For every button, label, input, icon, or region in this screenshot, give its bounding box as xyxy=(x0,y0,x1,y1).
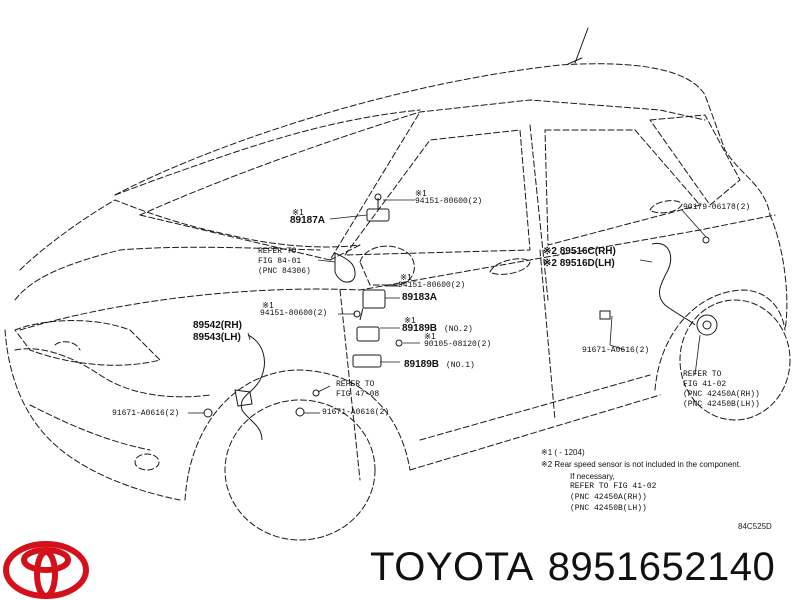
part-90179-06178: 90179-06178(2) xyxy=(683,203,751,212)
part-number: 8951652140 xyxy=(547,545,776,589)
note-5: (PNC 42450A(RH)) xyxy=(570,493,647,502)
product-title: TOYOTA 8951652140 xyxy=(370,545,775,590)
brand-name: TOYOTA xyxy=(370,545,534,589)
mark-mid-1: ※1 xyxy=(400,272,412,282)
refer-fig-41-pnc-a: (PNC 42450A(RH)) xyxy=(683,390,760,399)
part-89183a: 89183A xyxy=(402,292,438,303)
diagram-code: 84C525D xyxy=(738,522,772,531)
part-91671-a0616-mid: 91671-A0616(2) xyxy=(322,408,390,417)
refer-fig-84-label: REFER TO xyxy=(258,247,297,256)
note-6: (PNC 42450B(LH)) xyxy=(570,504,647,513)
note-4: REFER TO FIG 41-02 xyxy=(570,482,657,491)
refer-fig-41-label: REFER TO xyxy=(683,370,722,379)
part-94151-80600-mid: 94151-80600(2) xyxy=(398,281,466,290)
part-91671-a0616-right: 91671-A0616(2) xyxy=(582,346,650,355)
part-89189b-no2: 89189B xyxy=(402,323,438,334)
part-89187a: 89187A xyxy=(290,215,326,226)
mark-left-1: ※1 xyxy=(262,300,274,310)
mark-89189b-a: ※1 xyxy=(404,315,416,325)
toyota-logo-icon xyxy=(3,541,89,599)
refer-fig-84-pnc: (PNC 84306) xyxy=(258,267,311,276)
refer-fig-47-number: FIG 47-08 xyxy=(336,390,380,399)
mark-90105: ※1 xyxy=(424,331,436,341)
part-89543-lh: 89543(LH) xyxy=(193,332,241,343)
part-90105-08120: 90105-08120(2) xyxy=(424,340,492,349)
note-1: ※1 ( - 1204) xyxy=(541,448,585,457)
part-89189b-no1: 89189B xyxy=(404,359,440,370)
part-94151-80600-left: 94151-80600(2) xyxy=(260,309,328,318)
part-89516d-lh: ※2 89516D(LH) xyxy=(543,258,615,269)
mark-89187a: ※1 xyxy=(292,207,304,217)
refer-fig-47-label: REFER TO xyxy=(336,380,375,389)
part-89189b-no1-note: (NO.1) xyxy=(446,361,475,370)
note-2: ※2 Rear speed sensor is not included in … xyxy=(541,460,742,469)
refer-fig-84-number: FIG 84-01 xyxy=(258,257,302,266)
refer-fig-41-number: FIG 41-02 xyxy=(683,380,727,389)
part-94151-80600-top: 94151-80600(2) xyxy=(415,197,483,206)
part-91671-a0616-left: 91671-A0616(2) xyxy=(112,409,180,418)
part-89516c-rh: ※2 89516C(RH) xyxy=(543,246,616,257)
note-3: If necessary, xyxy=(570,472,615,481)
mark-top-1: ※1 xyxy=(415,188,427,198)
refer-fig-41-pnc-b: (PNC 42450B(LH)) xyxy=(683,400,760,409)
part-89189b-no2-note: (NO.2) xyxy=(444,325,473,334)
part-89542-rh: 89542(RH) xyxy=(193,320,242,331)
